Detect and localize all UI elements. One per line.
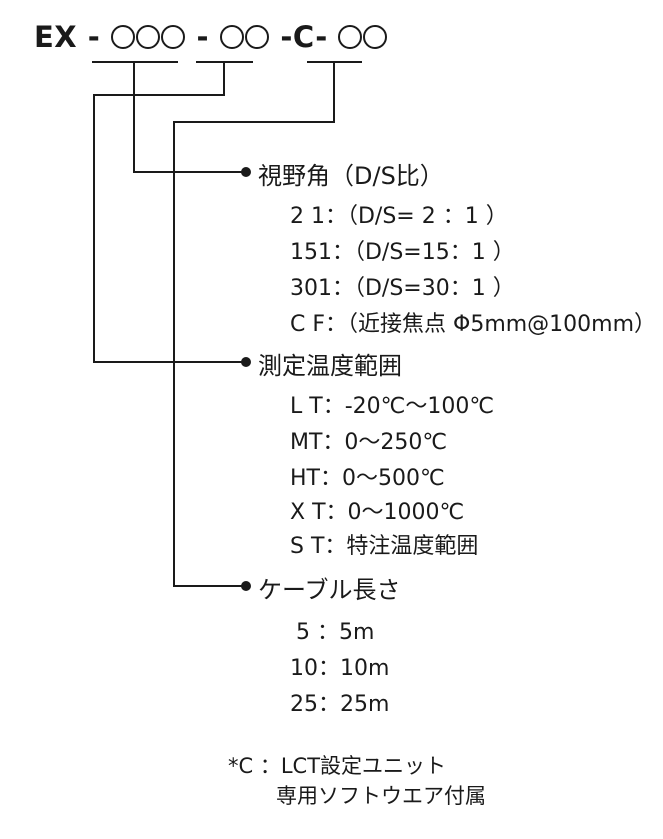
placeholder-group-3 — [338, 20, 388, 54]
list-item: 151：（D/S=15：1 ） — [290, 240, 515, 265]
model-separator-1: - — [87, 20, 101, 54]
placeholder-group-1 — [110, 20, 186, 54]
list-item: 2 1：（D/S= 2 ：1 ） — [290, 204, 508, 229]
footnote-line-1: *C ：LCT設定ユニット — [228, 754, 447, 778]
placeholder-group-2 — [219, 20, 270, 54]
list-item: L T：-20℃～100℃ — [290, 394, 495, 419]
placeholder-circle — [135, 25, 160, 49]
model-prefix: EX — [34, 20, 78, 54]
list-item: 10：10m — [290, 656, 390, 681]
list-item: X T：0～1000℃ — [290, 500, 465, 525]
placeholder-circle — [363, 25, 388, 49]
list-item: 301：（D/S=30：1 ） — [290, 276, 515, 301]
list-item: C F：（近接焦点 Φ5mm@100mm） — [290, 312, 657, 337]
section-heading-temperature: 測定温度範囲 — [258, 352, 402, 380]
list-item: 5 ：5m — [296, 620, 375, 645]
bullet-dot-cable — [241, 581, 251, 591]
group2-connector — [93, 62, 244, 363]
placeholder-circle — [338, 25, 363, 49]
model-separator-3: -C- — [280, 20, 328, 54]
model-code: EX - - -C- — [34, 20, 388, 54]
bullet-dot-temperature — [241, 357, 251, 367]
placeholder-circle — [219, 25, 244, 49]
placeholder-circle — [244, 25, 269, 49]
group3-connector — [173, 62, 335, 587]
bullet-dot-viewing-angle — [241, 167, 251, 177]
group1-connector — [133, 62, 244, 173]
list-item: HT：0～500℃ — [290, 466, 445, 491]
footnote-line-2: 専用ソフトウエア付属 — [276, 784, 486, 808]
placeholder-circle — [110, 25, 135, 49]
placeholder-circle — [160, 25, 185, 49]
list-item: MT：0～250℃ — [290, 430, 448, 455]
list-item: S T：特注温度範囲 — [290, 534, 479, 559]
section-heading-viewing-angle: 視野角（D/S比） — [258, 162, 444, 190]
list-item: 25：25m — [290, 692, 390, 717]
section-heading-cable: ケーブル長さ — [258, 576, 401, 604]
model-separator-2: - — [196, 20, 210, 54]
